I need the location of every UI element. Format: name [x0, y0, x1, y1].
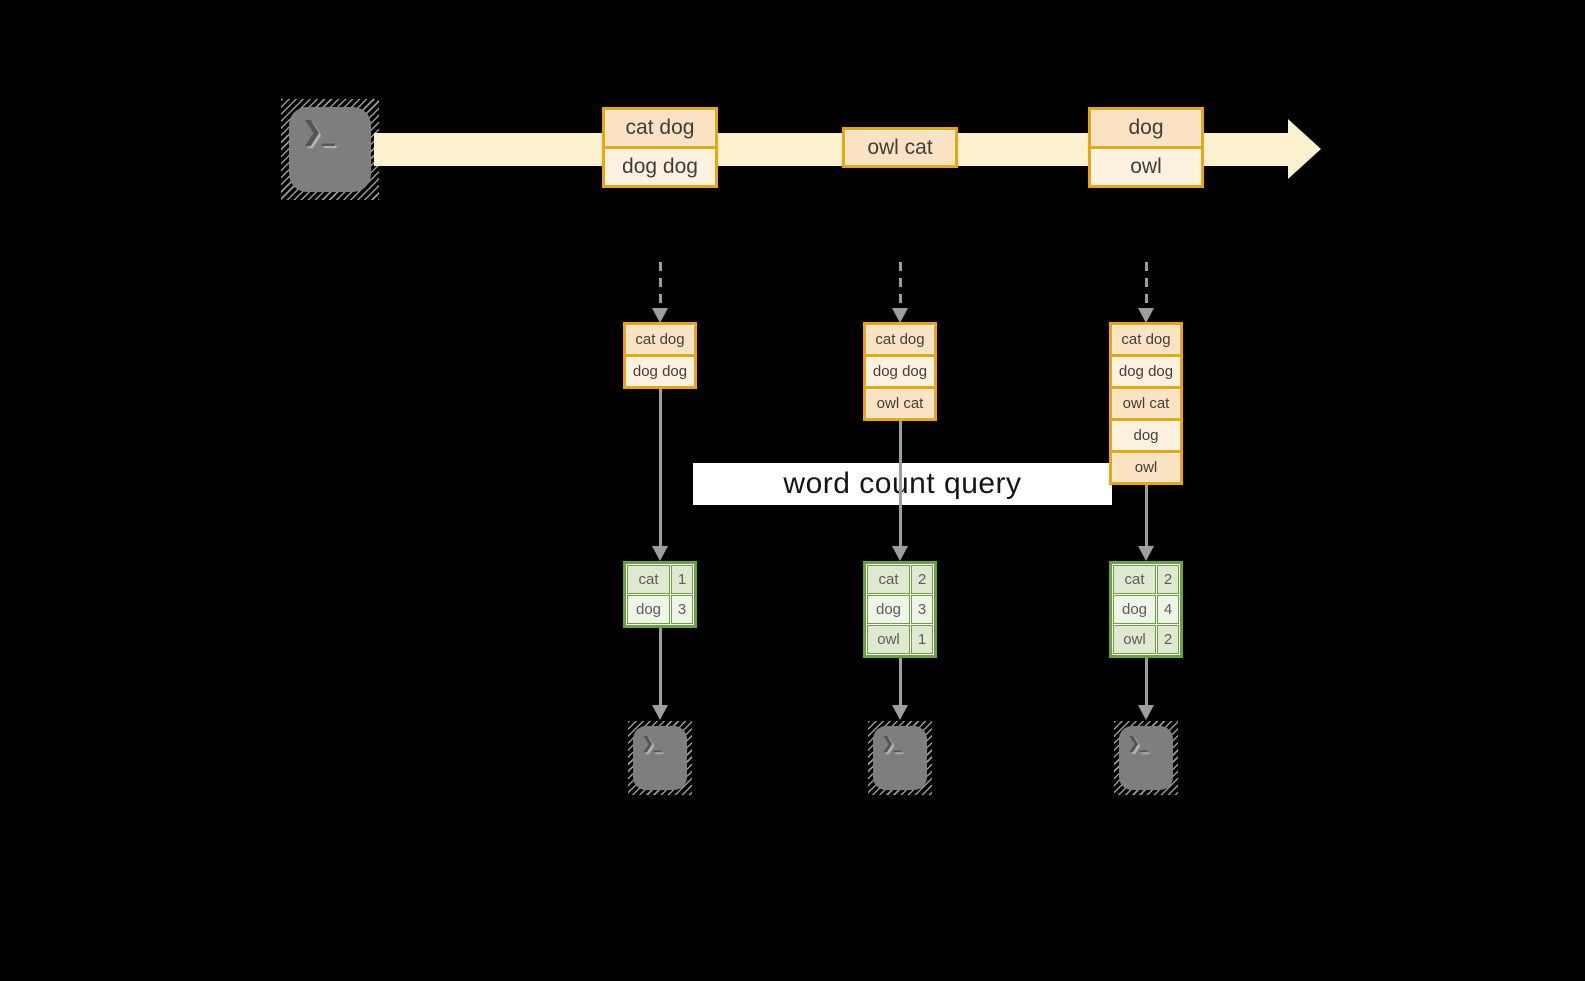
result-word-cell: cat: [627, 565, 670, 594]
sink-terminal-icon-3: ❯_: [1114, 721, 1178, 795]
stream-event-3: dog owl: [1088, 107, 1204, 188]
query-label: word count query: [783, 467, 1022, 500]
buffer-row: dog dog: [1112, 354, 1180, 386]
stream-event-row: owl: [1091, 146, 1201, 185]
buffer-row: dog: [1112, 418, 1180, 450]
stream-event-1: cat dog dog dog: [602, 107, 718, 188]
result-table-1: cat 1 dog 3: [623, 561, 697, 628]
buffer-row: cat dog: [626, 325, 694, 354]
stream-arrow-head-icon: [1288, 119, 1321, 179]
result-count-cell: 1: [671, 565, 693, 594]
ingest-arrow-2: [898, 262, 902, 310]
arrowhead-icon: [652, 546, 668, 561]
buffer-row: cat dog: [866, 325, 934, 354]
result-count-cell: 3: [911, 595, 933, 624]
terminal-prompt-glyph: ❯_: [301, 117, 335, 147]
buffer-row: owl cat: [1112, 386, 1180, 418]
result-word-cell: dog: [1113, 595, 1156, 624]
sink-terminal-icon-2: ❯_: [868, 721, 932, 795]
result-table-2: cat 2 dog 3 owl 1: [863, 561, 937, 658]
result-count-cell: 4: [1157, 595, 1179, 624]
result-word-cell: cat: [1113, 565, 1156, 594]
sink-arrow-1: [658, 628, 662, 706]
window-buffer-3: cat dog dog dog owl cat dog owl: [1109, 322, 1183, 485]
stream-event-row: cat dog: [605, 110, 715, 146]
source-terminal-icon: ❯_: [281, 99, 379, 200]
result-word-cell: dog: [627, 595, 670, 624]
result-word-cell: cat: [867, 565, 910, 594]
result-count-cell: 2: [1157, 565, 1179, 594]
buffer-row: owl cat: [866, 386, 934, 418]
terminal-body: ❯_: [289, 107, 371, 192]
buffer-row: dog dog: [626, 354, 694, 386]
buffer-row: cat dog: [1112, 325, 1180, 354]
result-word-cell: owl: [1113, 625, 1156, 654]
arrowhead-icon: [892, 308, 908, 323]
window-buffer-2: cat dog dog dog owl cat: [863, 322, 937, 421]
query-arrow-3: [1144, 484, 1148, 547]
result-count-cell: 2: [1157, 625, 1179, 654]
result-count-cell: 2: [911, 565, 933, 594]
query-arrow-2: [898, 420, 902, 547]
terminal-body: ❯_: [633, 726, 687, 790]
arrowhead-icon: [1138, 705, 1154, 720]
stream-event-row: owl cat: [845, 130, 955, 165]
arrowhead-icon: [892, 546, 908, 561]
sink-arrow-2: [898, 658, 902, 706]
stream-event-row: dog dog: [605, 146, 715, 185]
result-word-cell: owl: [867, 625, 910, 654]
stream-event-2: owl cat: [842, 127, 958, 168]
query-arrow-1: [658, 388, 662, 547]
arrowhead-icon: [1138, 546, 1154, 561]
ingest-arrow-1: [658, 262, 662, 310]
result-count-cell: 3: [671, 595, 693, 624]
sink-terminal-icon-1: ❯_: [628, 721, 692, 795]
sink-arrow-3: [1144, 658, 1148, 706]
terminal-body: ❯_: [1119, 726, 1173, 790]
query-banner: word count query: [693, 463, 1112, 505]
stream-event-row: dog: [1091, 110, 1201, 146]
result-count-cell: 1: [911, 625, 933, 654]
ingest-arrow-3: [1144, 262, 1148, 310]
result-table-3: cat 2 dog 4 owl 2: [1109, 561, 1183, 658]
arrowhead-icon: [1138, 308, 1154, 323]
window-buffer-1: cat dog dog dog: [623, 322, 697, 389]
result-word-cell: dog: [867, 595, 910, 624]
arrowhead-icon: [652, 308, 668, 323]
buffer-row: dog dog: [866, 354, 934, 386]
terminal-prompt-glyph: ❯_: [641, 733, 661, 752]
terminal-prompt-glyph: ❯_: [881, 733, 901, 752]
terminal-prompt-glyph: ❯_: [1127, 733, 1147, 752]
arrowhead-icon: [892, 705, 908, 720]
terminal-body: ❯_: [873, 726, 927, 790]
buffer-row: owl: [1112, 450, 1180, 482]
arrowhead-icon: [652, 705, 668, 720]
